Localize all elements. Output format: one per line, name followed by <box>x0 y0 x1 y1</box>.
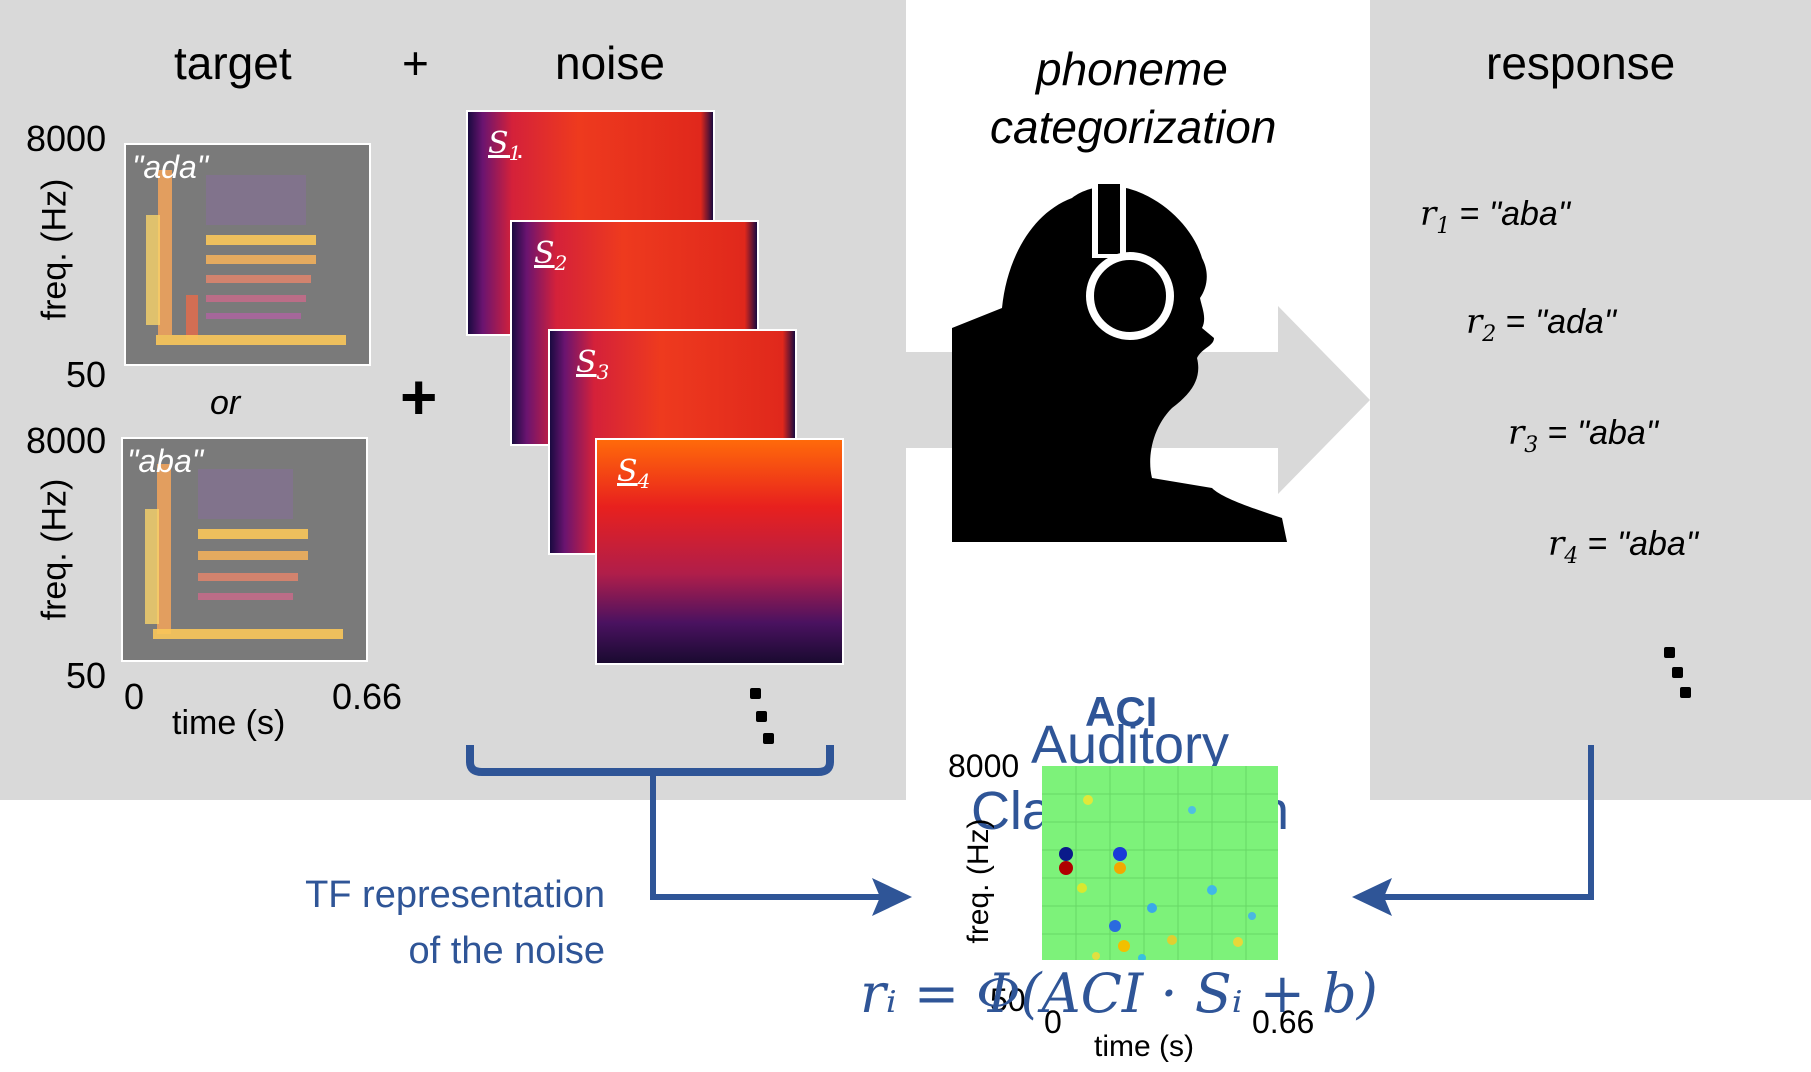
noise-sample-1-label: S1 <box>488 126 522 165</box>
noise-sample-2-label: S2 <box>534 236 568 275</box>
noise-caption-line-1: TF representation <box>305 874 605 916</box>
noise-sample-3-label: S3 <box>576 345 610 384</box>
response-panel <box>1370 0 1811 800</box>
response-header: response <box>1486 37 1676 89</box>
aci-xlabel: time (s) <box>1094 1030 1194 1063</box>
aci-xmin-tick: 0 <box>1044 1004 1062 1040</box>
aci-ylabel: freq. (Hz) <box>962 818 995 944</box>
plus-sign-middle: + <box>400 361 438 433</box>
task-line-2: categorization <box>990 101 1277 153</box>
response-ellipsis-dot <box>1680 687 1691 698</box>
response-item-1: r1 = "aba" <box>1420 194 1570 239</box>
response-item-3: r3 = "aba" <box>1508 413 1658 458</box>
target-spectrogram-aba: "aba" <box>121 437 368 662</box>
spec1-ymin-tick: 50 <box>66 354 107 395</box>
spec2-label: "aba" <box>127 443 204 479</box>
spec-xlabel: time (s) <box>172 704 286 742</box>
plus-sign-top: + <box>402 37 429 89</box>
response-item-4: r4 = "aba" <box>1548 524 1698 569</box>
spec1-ymax-tick: 8000 <box>26 118 107 159</box>
aci-ymax-tick: 8000 <box>948 748 1020 784</box>
spec2-ymax-tick: 8000 <box>26 420 107 461</box>
aci-xmax-tick: 0.66 <box>1252 1004 1315 1040</box>
noise-ellipsis-dot <box>756 711 767 722</box>
response-ellipsis-dot <box>1672 667 1683 678</box>
response-item-2: r2 = "ada" <box>1466 302 1616 347</box>
noise-sample-4: S4 <box>595 438 844 665</box>
target-spectrogram-ada: "ada" <box>124 143 371 366</box>
aci-title: ACI <box>1085 688 1158 735</box>
spec1-label: "ada" <box>132 149 209 185</box>
aci-ymin-tick: 50 <box>990 982 1026 1018</box>
noise-sample-4-label: S4 <box>617 454 651 493</box>
target-header: target <box>174 37 292 89</box>
spec2-ymin-tick: 50 <box>66 655 107 696</box>
response-ellipsis-dot <box>1664 647 1675 658</box>
listener-with-headphones-icon <box>952 178 1287 542</box>
noise-ellipsis-dot <box>750 688 761 699</box>
noise-caption-line-2: of the noise <box>408 930 605 972</box>
task-line-1: phoneme <box>1036 43 1228 95</box>
aci-heatmap <box>1042 766 1278 962</box>
or-label: or <box>210 384 241 422</box>
spec-xmax-tick: 0.66 <box>332 676 403 717</box>
aci-formula: rᵢ = Φ(ACI · Sᵢ + b) <box>860 962 1378 1025</box>
noise-header: noise <box>555 37 665 89</box>
spec-xmin-tick: 0 <box>124 676 145 717</box>
noise-ellipsis-dot <box>763 733 774 744</box>
